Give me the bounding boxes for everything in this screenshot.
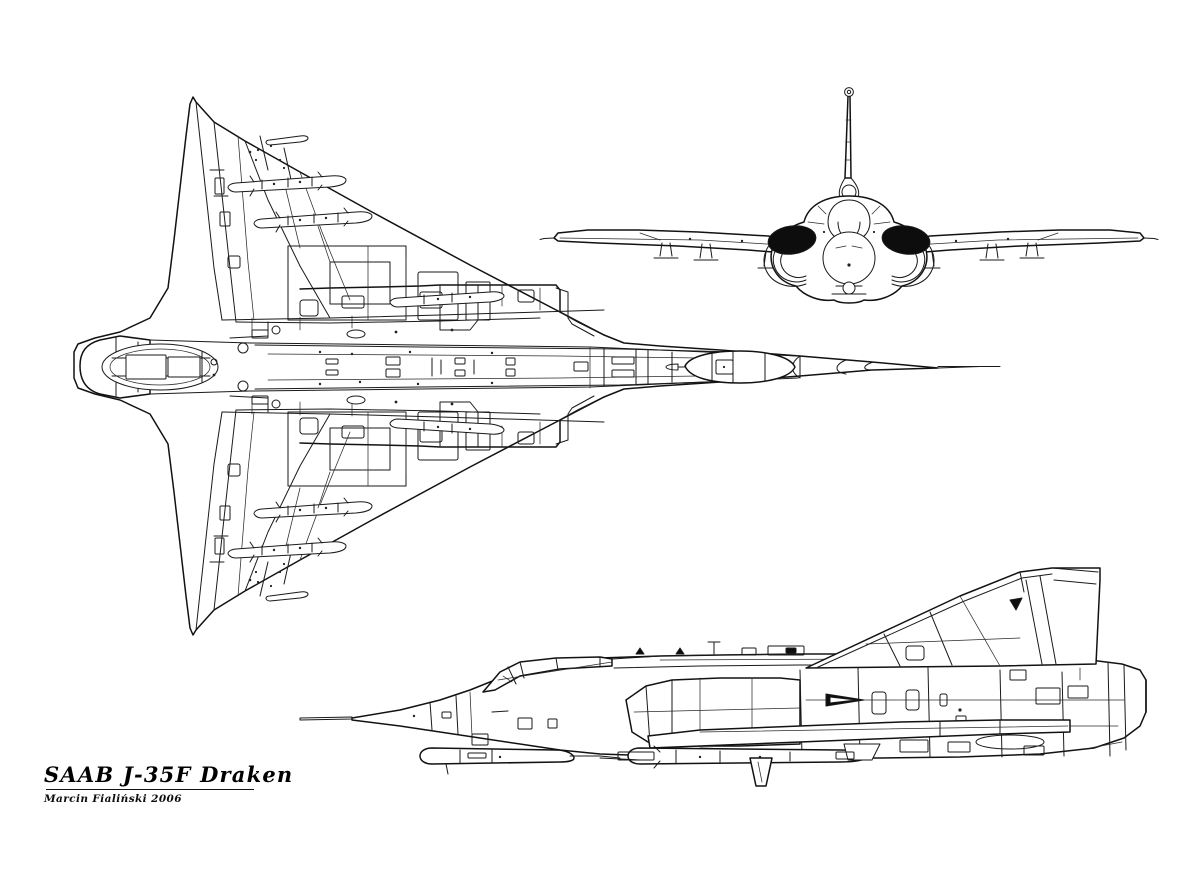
plan-centre-hatches	[238, 290, 588, 444]
plan-view	[73, 96, 1000, 636]
plan-outline	[73, 96, 1000, 636]
plan-port-missiles	[228, 136, 372, 263]
author-credit: Marcin Fialiński 2006	[44, 793, 182, 806]
side-forward-hatches	[472, 711, 557, 745]
plan-rear-fairings	[230, 322, 268, 412]
side-pitot-boom	[300, 717, 352, 720]
side-canopy	[482, 656, 613, 693]
plan-fuselage-missiles	[390, 292, 504, 434]
plan-canopy	[666, 350, 800, 384]
plan-exhaust-nozzle	[79, 335, 218, 399]
front-fuselage	[764, 195, 934, 304]
side-vertical-fin	[805, 567, 1101, 669]
plan-forward-panels	[589, 346, 672, 389]
side-wing-chord	[627, 719, 1071, 768]
title-block: SAAB J-35F Draken Marcin Fialiński 2006	[44, 762, 374, 806]
front-pitot-probe	[839, 88, 859, 199]
side-lower-nose	[419, 747, 640, 774]
plan-starboard-wing	[196, 401, 604, 630]
front-wingtips	[540, 238, 1158, 240]
title-rule	[46, 789, 254, 791]
plan-port-wing	[196, 102, 604, 331]
side-radome-panels	[412, 691, 473, 737]
side-ventral-fin	[749, 757, 773, 787]
drawing-title: SAAB J-35F Draken	[44, 762, 294, 787]
side-view	[300, 567, 1147, 787]
front-view	[540, 88, 1158, 304]
side-lower-fairings	[618, 741, 1123, 760]
plan-starboard-missiles	[228, 471, 372, 601]
